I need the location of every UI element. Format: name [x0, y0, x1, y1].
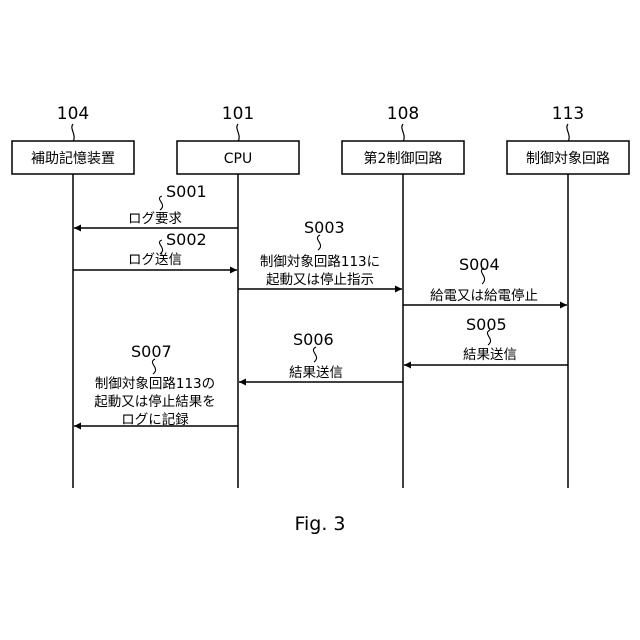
participant-ref-101: 101 — [222, 104, 254, 124]
participant-ref-104: 104 — [57, 104, 89, 124]
message-s004: S004 給電又は給電停止 — [403, 255, 567, 305]
message-s005: S005 結果送信 — [404, 315, 568, 365]
message-s002: S002 ログ送信 — [73, 230, 237, 270]
step-leader-s007 — [152, 359, 155, 374]
message-label-s003-line2: 起動又は停止指示 — [266, 271, 374, 288]
message-label-s006: 結果送信 — [289, 365, 343, 381]
message-s001: S001 ログ要求 — [74, 182, 238, 228]
ref-leader-101 — [237, 124, 239, 142]
step-label-s004: S004 — [459, 255, 500, 274]
step-label-s005: S005 — [466, 315, 507, 334]
message-label-s002: ログ送信 — [128, 252, 182, 268]
participant-ref-108: 108 — [387, 104, 419, 124]
participant-label-113: 制御対象回路 — [526, 151, 610, 167]
message-label-s003-line1: 制御対象回路113に — [260, 254, 380, 270]
ref-leader-104 — [72, 124, 74, 142]
participant-label-108: 第2制御回路 — [364, 150, 443, 167]
participant-104: 104 補助記憶装置 — [12, 104, 134, 488]
figure-caption: Fig. 3 — [294, 513, 345, 535]
message-s006: S006 結果送信 — [239, 330, 403, 382]
participant-101: 101 CPU — [177, 104, 299, 488]
step-label-s006: S006 — [293, 330, 334, 349]
participant-label-101: CPU — [224, 151, 252, 167]
message-s007: S007 制御対象回路113の 起動又は停止結果を ログに記録 — [74, 342, 238, 428]
message-s003: S003 制御対象回路113に 起動又は停止指示 — [238, 218, 402, 289]
step-label-s001: S001 — [166, 182, 207, 201]
participant-ref-113: 113 — [552, 104, 584, 124]
participant-label-104: 補助記憶装置 — [31, 150, 115, 167]
step-label-s002: S002 — [166, 230, 207, 249]
message-label-s005: 結果送信 — [463, 347, 517, 363]
ref-leader-113 — [567, 124, 569, 142]
step-leader-s003 — [317, 235, 320, 250]
step-leader-s006 — [313, 347, 316, 362]
ref-leader-108 — [402, 124, 404, 142]
message-label-s004: 給電又は給電停止 — [430, 287, 538, 304]
step-label-s003: S003 — [304, 218, 345, 237]
message-label-s007-line1: 制御対象回路113の — [95, 376, 215, 392]
step-label-s007: S007 — [131, 342, 172, 361]
message-label-s001: ログ要求 — [128, 211, 182, 227]
step-leader-s001 — [159, 196, 162, 210]
message-label-s007-line2: 起動又は停止結果を — [94, 393, 216, 410]
